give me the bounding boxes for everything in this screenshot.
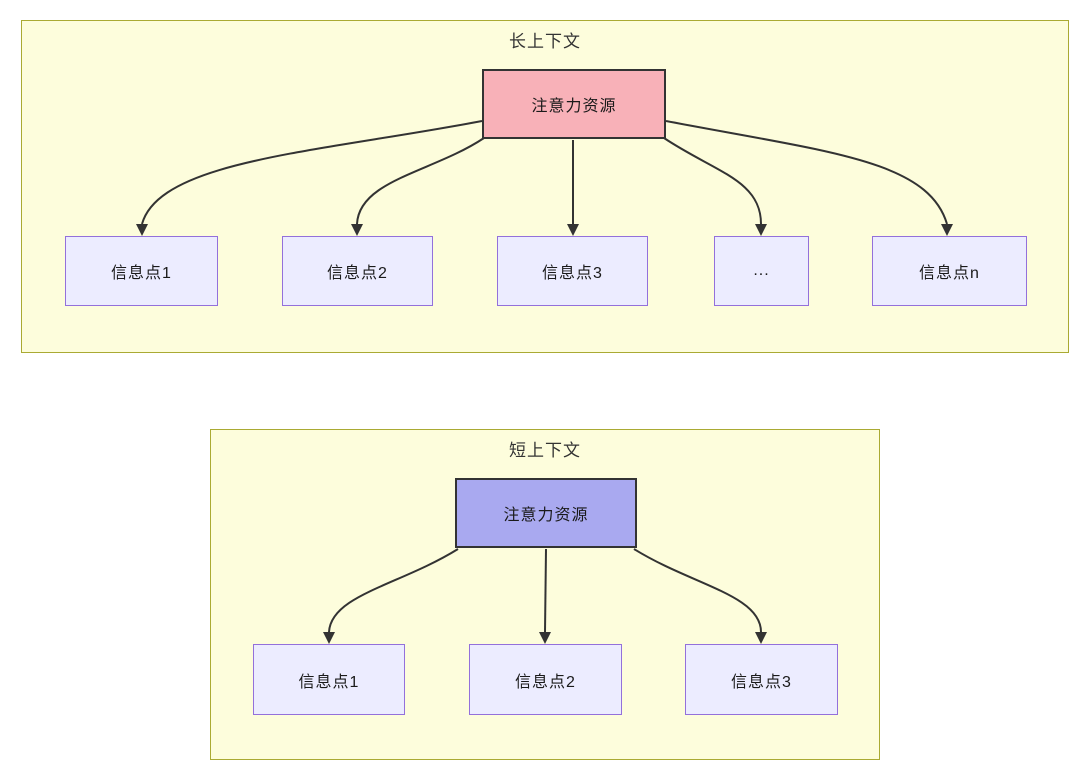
edge-attention-to-infon-top (665, 120, 953, 236)
edge-attention-to-info1-bottom (323, 548, 459, 644)
info-point-1-top: 信息点1 (65, 236, 218, 306)
info-point-3-bottom: 信息点3 (685, 644, 838, 715)
edge-attention-to-info3-top (567, 140, 579, 236)
long-context-title: 长上下文 (509, 32, 581, 51)
attention-resource-node-top: 注意力资源 (482, 69, 666, 139)
edge-attention-to-ellipsis-top (663, 137, 767, 236)
edge-attention-to-info2-top (351, 137, 485, 236)
info-point-2-bottom: 信息点2 (469, 644, 622, 715)
short-context-title: 短上下文 (509, 441, 581, 460)
attention-resource-node-bottom: 注意力资源 (455, 478, 637, 548)
info-point-3-top: 信息点3 (497, 236, 648, 306)
edge-attention-to-info3-bottom (633, 548, 767, 644)
info-point-1-bottom: 信息点1 (253, 644, 405, 715)
edge-attention-to-info2-bottom (539, 548, 551, 644)
info-point-2-top: 信息点2 (282, 236, 433, 306)
edge-attention-to-info1-top (136, 120, 483, 236)
info-point-n-top: 信息点n (872, 236, 1027, 306)
info-point-ellipsis-top: ... (714, 236, 809, 306)
